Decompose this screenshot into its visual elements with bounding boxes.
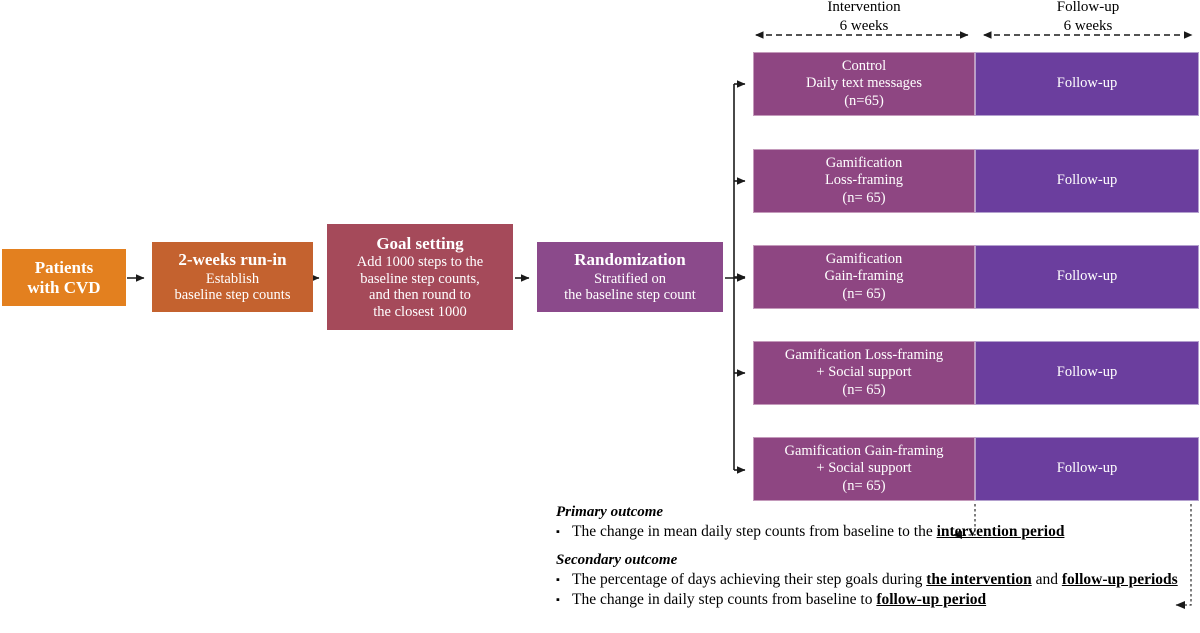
phase-header-followup: Follow-up 6 weeks <box>977 0 1199 36</box>
node-goal-setting-line5: the closest 1000 <box>373 303 467 320</box>
study-arm-row: Gamification Loss-framing + Social suppo… <box>753 341 1199 405</box>
outcome-text: The percentage of days achieving their s… <box>572 570 1178 588</box>
study-arm-row: Gamification Loss-framing (n= 65) Follow… <box>753 149 1199 213</box>
arm-line1: Gamification <box>825 154 903 171</box>
phase-header-intervention: Intervention 6 weeks <box>753 0 975 36</box>
arm-intervention-cell: Gamification Gain-framing (n= 65) <box>753 245 975 309</box>
secondary-outcome-heading: Secondary outcome <box>556 551 678 568</box>
node-goal-setting-line4: and then round to <box>369 287 471 304</box>
primary-outcome-heading: Primary outcome <box>556 504 664 520</box>
arm-sample-size: (n= 65) <box>842 189 886 206</box>
node-patients-with-cvd: Patients with CVD <box>2 249 126 306</box>
arm-sample-size: (n= 65) <box>842 381 886 398</box>
arm-line2: Daily text messages <box>806 75 922 92</box>
node-goal-setting-line2: Add 1000 steps to the <box>356 254 484 271</box>
node-patients-title: Patients <box>34 258 94 278</box>
emphasised-term: intervention period <box>936 523 1065 540</box>
node-randomization-line3: the baseline step count <box>564 287 696 304</box>
arm-followup-label: Follow-up <box>1056 75 1118 92</box>
phase-followup-name: Follow-up <box>1056 0 1120 15</box>
arm-line2: Loss-framing <box>824 172 904 189</box>
node-goal-setting-title: Goal setting <box>376 233 464 253</box>
node-run-in: 2-weeks run-in Establish baseline step c… <box>152 242 313 312</box>
arm-sample-size: (n= 65) <box>842 477 886 494</box>
bullet-icon: ▪ <box>556 593 560 606</box>
arm-sample-size: (n= 65) <box>842 285 886 302</box>
phase-followup-duration: 6 weeks <box>1063 17 1113 34</box>
arm-followup-label: Follow-up <box>1056 460 1118 477</box>
study-arm-row: Gamification Gain-framing + Social suppo… <box>753 437 1199 501</box>
arm-line1: Gamification Gain-framing <box>784 442 944 459</box>
emphasised-term: the intervention <box>926 570 1032 588</box>
branch-bus <box>733 80 746 474</box>
phase-intervention-name: Intervention <box>827 0 901 15</box>
secondary-outcome-block: Secondary outcome ▪ The percentage of da… <box>556 552 1186 610</box>
arm-line1: Gamification Loss-framing <box>784 346 944 363</box>
arm-line2: Gain-framing <box>824 268 904 285</box>
outcome-text: The change in daily step counts from bas… <box>572 590 987 608</box>
study-arm-row: Control Daily text messages (n=65) Follo… <box>753 52 1199 116</box>
node-goal-setting: Goal setting Add 1000 steps to the basel… <box>327 224 513 330</box>
arm-line2: + Social support <box>816 364 912 381</box>
outcomes-section: Primary outcome ▪ The change in mean dai… <box>556 504 1186 611</box>
arm-followup-cell: Follow-up <box>975 52 1199 116</box>
outcome-list-item: ▪ The change in mean daily step counts f… <box>556 523 1186 542</box>
arm-intervention-cell: Control Daily text messages (n=65) <box>753 52 975 116</box>
arm-followup-cell: Follow-up <box>975 245 1199 309</box>
arm-sample-size: (n=65) <box>844 92 884 109</box>
bullet-icon: ▪ <box>556 526 560 538</box>
arm-followup-label: Follow-up <box>1056 268 1118 285</box>
node-randomization-title: Randomization <box>574 250 686 270</box>
emphasised-term: follow-up periods <box>1061 570 1178 588</box>
node-run-in-line3: baseline step counts <box>174 287 291 304</box>
node-patients-line2: with CVD <box>27 277 101 297</box>
node-goal-setting-line3: baseline step counts, <box>360 270 480 287</box>
arm-followup-cell: Follow-up <box>975 437 1199 501</box>
bullet-icon: ▪ <box>556 573 560 586</box>
arm-line1: Control <box>841 57 887 74</box>
arm-followup-label: Follow-up <box>1056 172 1118 189</box>
node-randomization-line2: Stratified on <box>593 270 667 287</box>
arm-line1: Gamification <box>825 250 903 267</box>
outcome-list-item: ▪ The change in daily step counts from b… <box>556 591 1186 610</box>
arm-line2: + Social support <box>816 460 912 477</box>
arm-intervention-cell: Gamification Gain-framing + Social suppo… <box>753 437 975 501</box>
emphasised-term: follow-up period <box>876 590 987 608</box>
arm-intervention-cell: Gamification Loss-framing (n= 65) <box>753 149 975 213</box>
outcome-list-item: ▪ The percentage of days achieving their… <box>556 571 1186 590</box>
node-randomization: Randomization Stratified on the baseline… <box>537 242 723 312</box>
node-run-in-line2: Establish <box>205 270 260 287</box>
arm-followup-cell: Follow-up <box>975 341 1199 405</box>
outcome-text: The change in mean daily step counts fro… <box>572 523 1065 540</box>
study-arm-row: Gamification Gain-framing (n= 65) Follow… <box>753 245 1199 309</box>
phase-intervention-duration: 6 weeks <box>839 17 889 34</box>
arm-intervention-cell: Gamification Loss-framing + Social suppo… <box>753 341 975 405</box>
primary-outcome-block: Primary outcome ▪ The change in mean dai… <box>556 504 1186 542</box>
node-run-in-title: 2-weeks run-in <box>178 250 287 270</box>
arm-followup-label: Follow-up <box>1056 364 1118 381</box>
arm-followup-cell: Follow-up <box>975 149 1199 213</box>
